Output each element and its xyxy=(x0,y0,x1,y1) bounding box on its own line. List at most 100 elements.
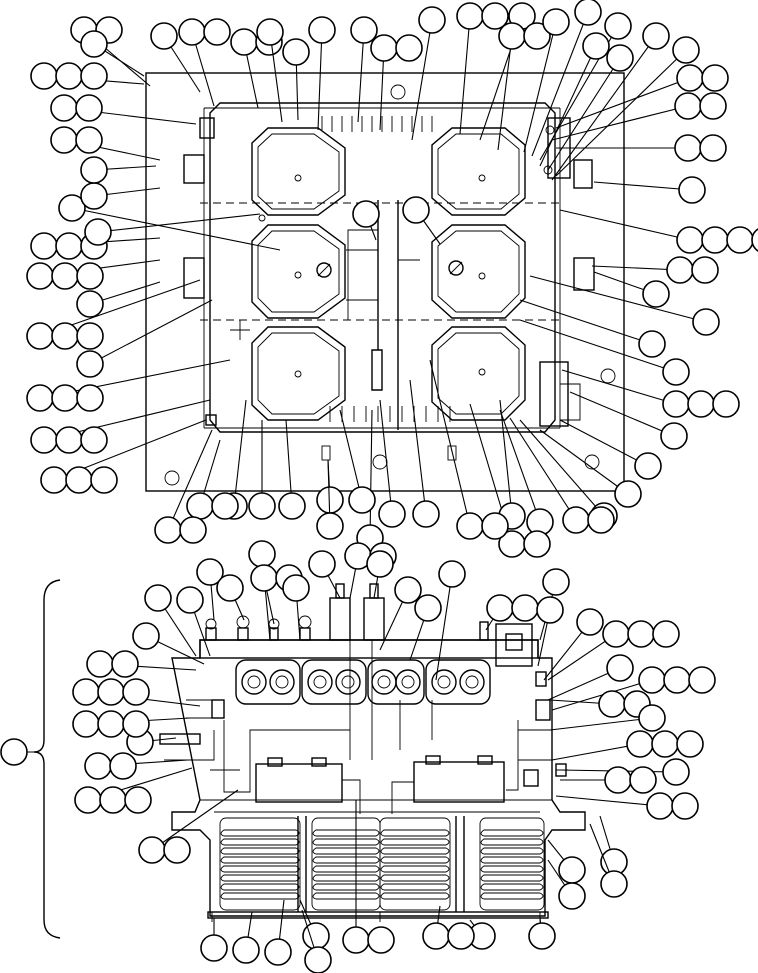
callout-group-99 xyxy=(301,909,332,973)
callout-group-79 xyxy=(536,596,564,667)
leader-line xyxy=(499,399,513,517)
callout-balloon xyxy=(481,2,509,30)
callout-balloon xyxy=(699,92,727,120)
callout-balloon xyxy=(662,358,690,386)
leader-line xyxy=(539,45,597,167)
callout-group-67 xyxy=(80,30,145,77)
callout-group-47 xyxy=(278,419,306,520)
callout-group-41 xyxy=(409,379,440,528)
callout-group-33 xyxy=(559,419,662,480)
callout-balloon xyxy=(642,22,670,50)
callout-group-65 xyxy=(50,94,197,125)
callout-balloon xyxy=(304,946,332,973)
callout-balloon xyxy=(652,620,680,648)
leader-line xyxy=(519,319,677,373)
transistor-pad-right-3 xyxy=(431,326,526,421)
callout-group-72 xyxy=(308,550,341,599)
callout-balloon xyxy=(144,584,172,612)
callout-balloon xyxy=(84,752,112,780)
leader-line xyxy=(551,35,657,181)
callout-balloon xyxy=(186,492,214,520)
callout-group-97 xyxy=(342,800,395,954)
callout-balloon xyxy=(203,18,231,46)
callout-balloon xyxy=(660,422,688,450)
callout-balloon xyxy=(394,576,422,604)
callout-balloon xyxy=(542,8,570,36)
callout-balloon xyxy=(751,228,758,252)
transistor-pad-right-2 xyxy=(431,224,526,319)
callout-balloon xyxy=(447,922,475,950)
leader-line xyxy=(71,207,281,251)
leader-line xyxy=(561,369,677,405)
callout-group-100 xyxy=(264,899,292,966)
callout-group-57 xyxy=(76,281,161,318)
callout-balloon xyxy=(366,550,394,578)
callout-balloon xyxy=(216,574,244,602)
callout-group-60 xyxy=(84,213,261,246)
leader-line xyxy=(411,19,433,141)
callout-balloon xyxy=(30,232,58,260)
callout-balloon xyxy=(150,22,178,50)
callout-group-44 xyxy=(339,409,376,514)
leader-line xyxy=(435,573,453,681)
callout-group-82 xyxy=(547,654,634,701)
callout-group-14 xyxy=(523,8,570,153)
callout-group-26 xyxy=(591,256,719,284)
callout-balloon xyxy=(646,792,674,820)
callout-balloon xyxy=(348,486,376,514)
callout-balloon xyxy=(576,608,604,636)
leader-line xyxy=(539,429,629,495)
callout-group-40 xyxy=(429,359,509,540)
callout-balloon xyxy=(232,936,260,964)
leader-line xyxy=(547,57,621,171)
callout-group-36 xyxy=(509,417,615,534)
callout-balloon xyxy=(51,384,79,412)
callout-balloon xyxy=(676,730,704,758)
callout-balloon xyxy=(367,926,395,954)
callout-group-2 xyxy=(150,22,201,93)
callout-balloon xyxy=(250,564,278,592)
callout-balloon xyxy=(30,426,58,454)
callout-balloon xyxy=(638,330,666,358)
callout-group-19 xyxy=(551,22,670,181)
callout-group-64 xyxy=(50,126,161,161)
callout-balloon xyxy=(55,62,83,90)
callout-balloon xyxy=(51,322,79,350)
callout-group-42 xyxy=(378,399,406,528)
callout-group-66 xyxy=(30,62,145,90)
callout-group-62 xyxy=(80,182,161,210)
callout-balloon xyxy=(666,256,694,284)
callout-balloon xyxy=(40,466,68,494)
callout-group-53 xyxy=(30,399,211,454)
leader-line xyxy=(555,77,691,129)
callout-group-105 xyxy=(84,752,189,780)
callout-balloon xyxy=(378,500,406,528)
top-chassis-frame xyxy=(209,102,556,433)
callout-group-51 xyxy=(154,429,213,544)
callout-balloon xyxy=(558,856,586,884)
callout-group-48 xyxy=(248,420,276,520)
callout-group-93 xyxy=(589,823,628,898)
leader-line xyxy=(167,429,213,531)
assembly-bracket xyxy=(33,579,61,939)
leader-line xyxy=(519,419,605,517)
leader-line xyxy=(529,275,707,323)
callout-group-85 xyxy=(549,704,666,732)
callout-group-58 xyxy=(26,259,161,290)
callout-group-88 xyxy=(560,766,657,794)
callout-balloon xyxy=(176,586,204,614)
callout-balloon xyxy=(651,730,679,758)
callout-group-21 xyxy=(555,64,729,129)
callout-balloon xyxy=(50,94,78,122)
wiring-harness xyxy=(223,700,519,793)
callout-group-109 xyxy=(86,650,197,678)
callout-balloon xyxy=(163,836,191,864)
callout-balloon xyxy=(456,512,484,540)
callout-balloon xyxy=(456,2,484,30)
callout-group-94 xyxy=(528,917,556,950)
callout-group-83 xyxy=(551,666,716,711)
leader-line xyxy=(591,265,681,271)
callout-group-30 xyxy=(519,319,690,386)
